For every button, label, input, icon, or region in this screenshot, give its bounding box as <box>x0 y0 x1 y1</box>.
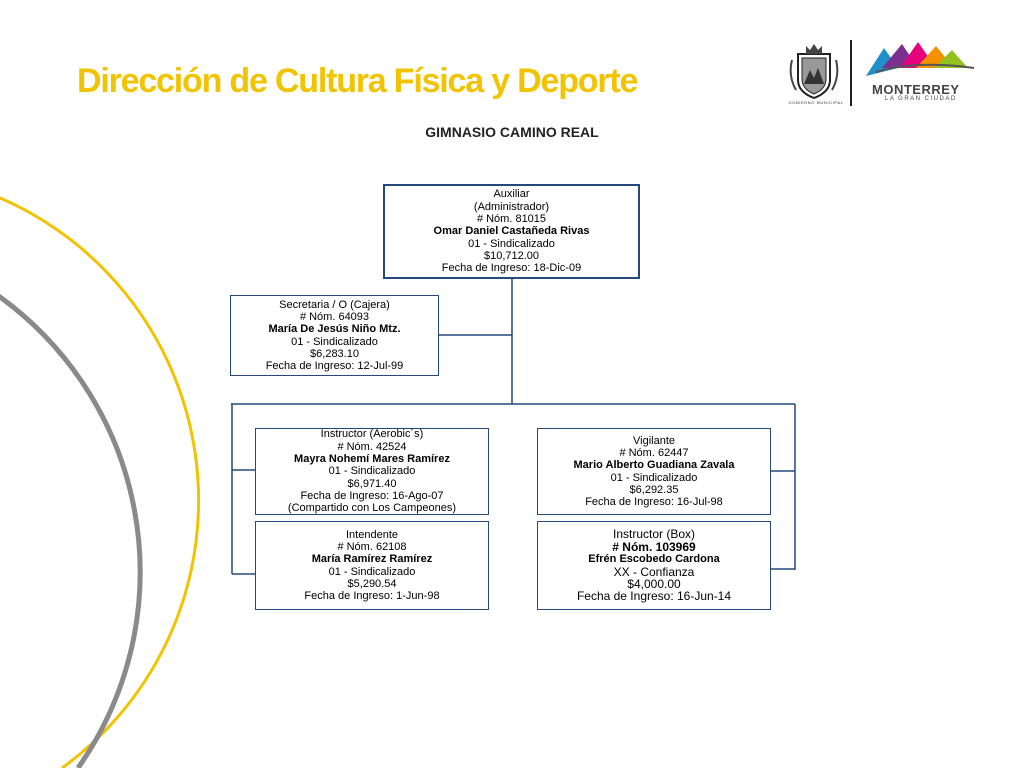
node-status: 01 - Sindicalizado <box>328 465 416 478</box>
node-role: Secretaria / O (Cajera) <box>279 298 390 311</box>
node-note: (Compartido con Los Campeones) <box>287 502 457 515</box>
logo-divider <box>850 40 852 106</box>
gov-caption: GOBIERNO MUNICIPAL <box>788 100 844 105</box>
node-name: María De Jesús Niño Mtz. <box>268 323 401 336</box>
brand-tagline: LA GRAN CIUDAD <box>885 96 957 102</box>
page-title: Dirección de Cultura Física y Deporte <box>77 62 638 100</box>
node-instructor-aerobics: Instructor (Aerobic´s) # Nóm. 42524 Mayr… <box>255 428 489 515</box>
node-name: Efrén Escobedo Cardona <box>588 553 720 566</box>
municipal-seal-icon <box>789 44 839 100</box>
node-hire-date: Fecha de Ingreso: 12-Jul-99 <box>265 360 404 373</box>
node-number: # Nóm. 64093 <box>299 310 370 323</box>
node-salary: $5,290.54 <box>347 577 397 590</box>
node-salary: $4,000.00 <box>627 576 681 591</box>
node-number: # Nóm. 62447 <box>619 446 689 459</box>
node-name: Mayra Nohemí Mares Ramírez <box>294 453 450 466</box>
node-status: 01 - Sindicalizado <box>328 565 416 578</box>
node-name: Mario Alberto Guadiana Zavala <box>573 459 735 472</box>
node-name: María Ramírez Ramírez <box>311 553 433 566</box>
node-hire-date: Fecha de Ingreso: 16-Ago-07 <box>300 489 444 502</box>
node-salary: $6,283.10 <box>310 347 359 360</box>
node-number: # Nóm. 42524 <box>337 440 407 453</box>
page-subtitle: GIMNASIO CAMINO REAL <box>0 124 1024 140</box>
node-hire-date: Fecha de Ingreso: 1-Jun-98 <box>304 590 440 603</box>
page-subtitle-text: GIMNASIO CAMINO REAL <box>425 124 599 140</box>
node-number: # Nóm. 103969 <box>612 539 696 554</box>
node-salary: $6,292.35 <box>629 483 679 496</box>
node-number: # Nóm. 81015 <box>476 213 547 226</box>
node-auxiliar: Auxiliar (Administrador) # Nóm. 81015 Om… <box>383 184 640 279</box>
node-intendente: Intendente # Nóm. 62108 María Ramírez Ra… <box>255 521 489 610</box>
node-number: # Nóm. 62108 <box>337 540 407 553</box>
node-role: Instructor (Aerobic´s) <box>320 428 424 441</box>
node-role: Instructor (Box) <box>612 527 696 542</box>
monterrey-logo-icon <box>866 42 975 76</box>
node-name: Omar Daniel Castañeda Rivas <box>433 225 590 238</box>
node-status: XX - Confianza <box>613 564 695 579</box>
node-status: 01 - Sindicalizado <box>291 335 378 348</box>
node-status: 01 - Sindicalizado <box>468 237 555 250</box>
brand-name: MONTERREY <box>872 82 960 97</box>
node-role: Vigilante <box>633 434 675 447</box>
node-hire-date: Fecha de Ingreso: 16-Jun-14 <box>576 589 732 604</box>
node-secretaria: Secretaria / O (Cajera) # Nóm. 64093 Mar… <box>230 295 439 376</box>
node-hire-date: Fecha de Ingreso: 16-Jul-98 <box>585 496 723 509</box>
node-role-detail: (Administrador) <box>473 200 550 213</box>
node-hire-date: Fecha de Ingreso: 18-Dic-09 <box>441 262 582 275</box>
node-role: Intendente <box>346 528 398 541</box>
node-salary: $6,971.40 <box>347 477 397 490</box>
node-vigilante: Vigilante # Nóm. 62447 Mario Alberto Gua… <box>537 428 771 515</box>
node-status: 01 - Sindicalizado <box>610 471 698 484</box>
node-salary: $10,712.00 <box>483 249 540 262</box>
node-role: Auxiliar <box>493 188 530 201</box>
node-instructor-box: Instructor (Box) # Nóm. 103969 Efrén Esc… <box>537 521 771 610</box>
